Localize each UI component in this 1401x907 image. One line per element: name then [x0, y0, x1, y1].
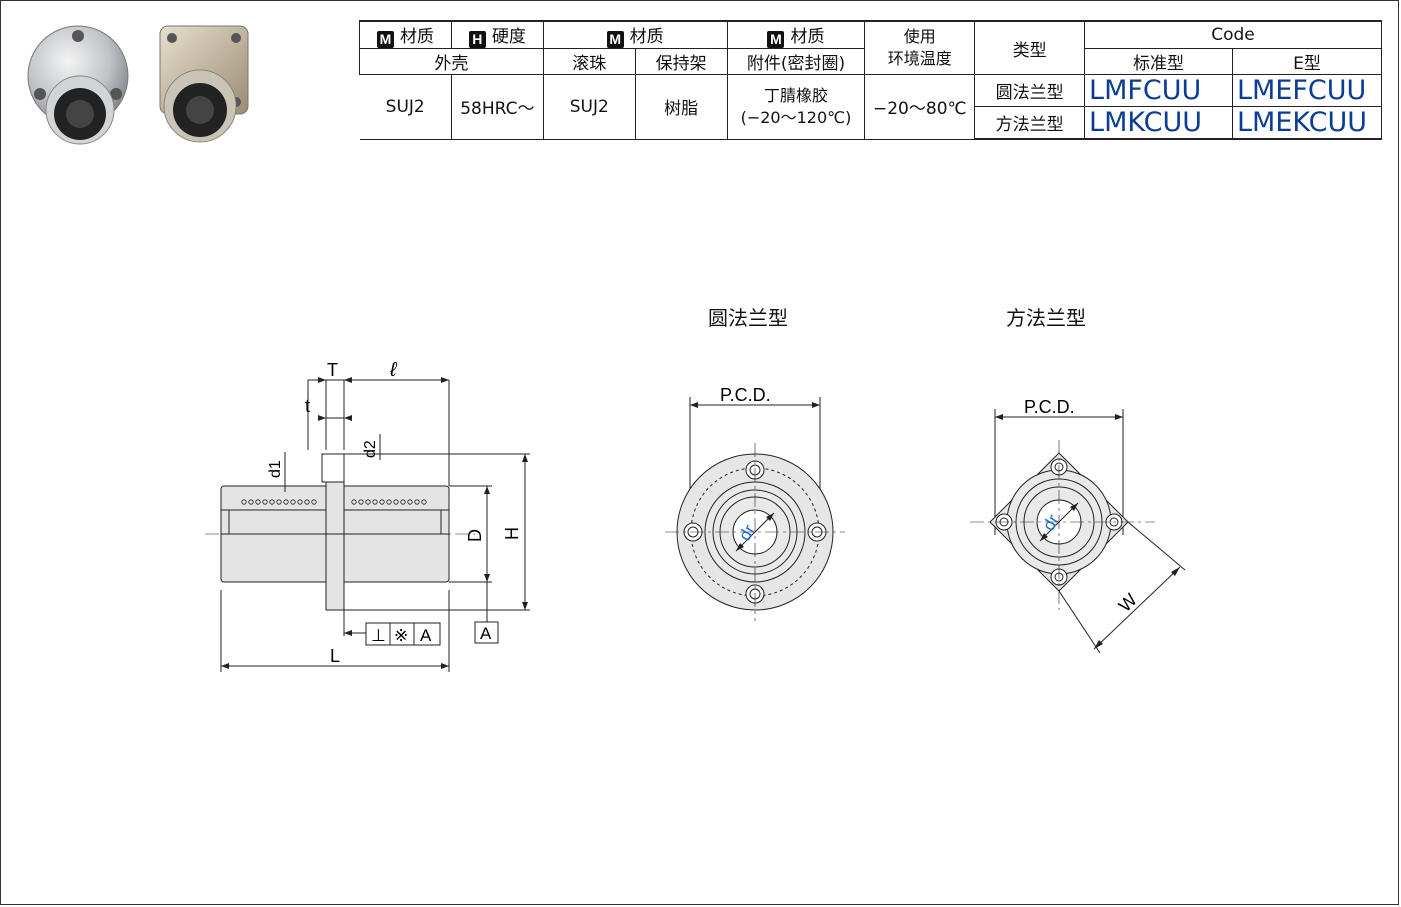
square-flange-title: 方法兰型 [1006, 306, 1086, 330]
tolerance-datum-ref: A [420, 626, 432, 645]
outer-material-cell: SUJ2 [359, 74, 452, 140]
code-e-square[interactable]: LMEKCUU [1231, 106, 1383, 140]
header-type: 类型 [974, 20, 1086, 75]
header-standard: 标准型 [1084, 48, 1233, 75]
datum-label: A [480, 624, 492, 643]
label-l: ℓ [389, 359, 398, 381]
label-D: D [465, 529, 485, 542]
label-t: t [305, 396, 310, 416]
code-standard-round[interactable]: LMFCUU [1084, 74, 1233, 107]
square-flange-drawing: P.C.D. dr W [970, 397, 1186, 654]
label-H: H [502, 527, 522, 540]
seal-material-cell: 丁腈橡胶(−20～120℃) [726, 74, 866, 140]
code-e-round[interactable]: LMEFCUU [1231, 74, 1383, 107]
label-L: L [330, 646, 340, 666]
header-env-temp: 使用环境温度 [864, 20, 976, 75]
header-e-type: E型 [1231, 48, 1383, 75]
label-d1: d1 [267, 460, 284, 478]
header-retainer: 保持架 [634, 48, 728, 75]
hardness-cell: 58HRC～ [450, 74, 544, 140]
retainer-material-cell: 树脂 [634, 74, 728, 140]
tolerance-reference: ※ [394, 626, 408, 645]
header-accessory: 附件(密封圈) [726, 48, 866, 75]
square-flange-photo [159, 25, 249, 143]
product-photos [27, 25, 249, 145]
type-cell-round: 圆法兰型 [974, 74, 1086, 107]
type-cell-square: 方法兰型 [974, 106, 1086, 140]
code-standard-square[interactable]: LMKCUU [1084, 106, 1233, 140]
label-pcd-round: P.C.D. [720, 385, 771, 405]
label-d2: d2 [362, 440, 379, 458]
round-flange-title: 圆法兰型 [708, 306, 788, 330]
header-outer: 外壳 [359, 48, 544, 75]
label-T: T [327, 360, 338, 380]
label-pcd-square: P.C.D. [1024, 397, 1075, 417]
tolerance-perpendicular: ⊥ [371, 626, 386, 645]
label-W: W [1115, 590, 1141, 616]
header-ball: 滚珠 [542, 48, 636, 75]
side-view-drawing: T ℓ t d1 d2 D H L ⊥ ※ A A [205, 359, 530, 672]
header-code: Code [1084, 20, 1382, 49]
round-flange-photo [27, 25, 129, 145]
env-temp-cell: −20～80℃ [864, 74, 976, 140]
round-flange-drawing: P.C.D. dr [665, 385, 845, 621]
ball-material-cell: SUJ2 [543, 74, 636, 140]
